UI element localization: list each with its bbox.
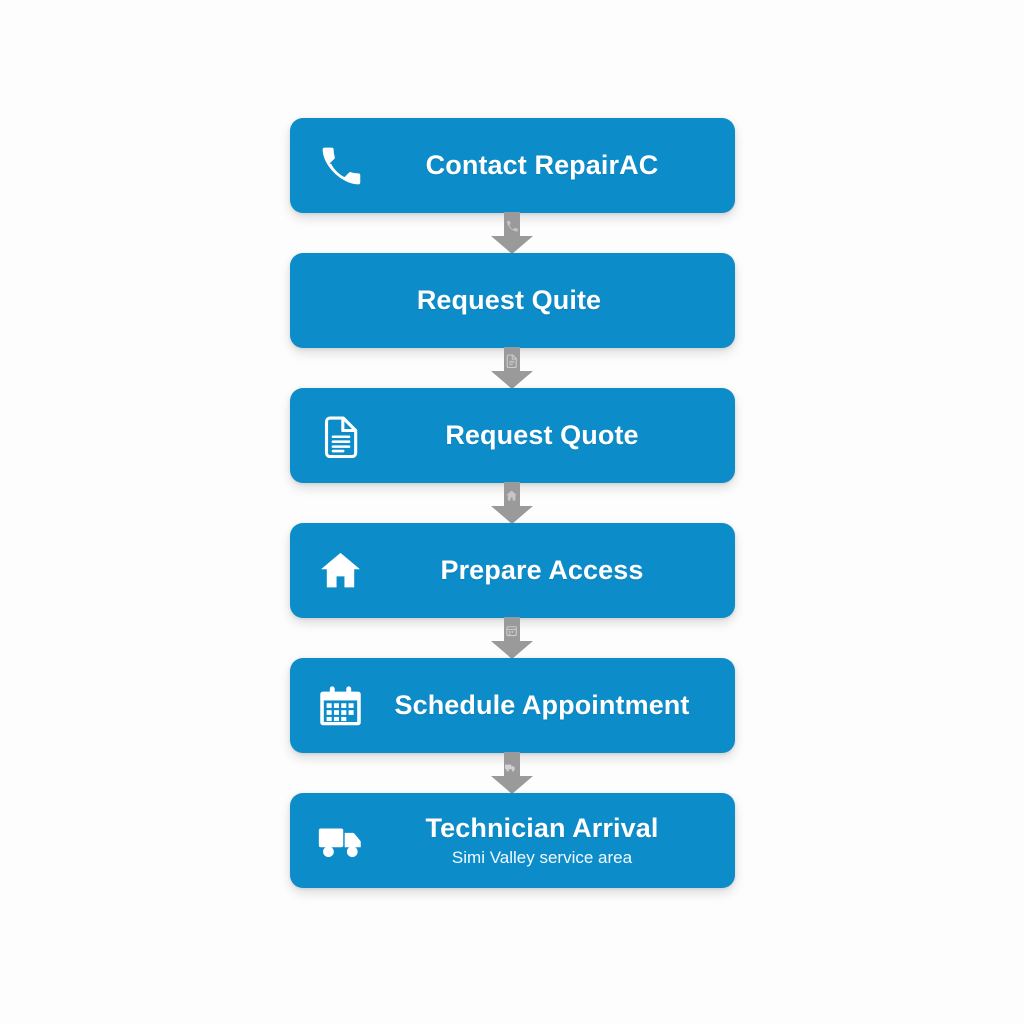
flow-step-label: Request Quite <box>416 285 602 316</box>
flow-step-text: Schedule Appointment <box>374 690 717 720</box>
connector-calendar-icon <box>506 626 517 637</box>
flow-step-request-quote[interactable]: Request Quote <box>289 388 735 483</box>
flow-step-contact[interactable]: Contact RepairAC <box>289 118 735 213</box>
flow-step-prepare-access[interactable]: Prepare Access <box>289 523 735 618</box>
document-icon <box>316 411 366 461</box>
flow-step-text: Request Quote <box>374 420 717 450</box>
home-icon <box>316 546 366 596</box>
flow-step-request-quite[interactable]: Request Quite <box>289 253 735 348</box>
truck-icon <box>316 816 366 866</box>
flow-step-schedule-appointment[interactable]: Schedule Appointment <box>289 658 735 753</box>
flow-step-text: Technician Arrival Simi Valley service a… <box>374 813 717 869</box>
flow-step-label: Request Quote <box>445 420 639 451</box>
phone-icon <box>316 141 366 191</box>
calendar-icon <box>316 681 366 731</box>
flow-step-label: Technician Arrival <box>425 812 659 843</box>
connector-arrow-5 <box>483 752 541 794</box>
connector-arrow-1 <box>483 212 541 254</box>
flow-step-label: Prepare Access <box>440 555 644 586</box>
flow-step-technician-arrival[interactable]: Technician Arrival Simi Valley service a… <box>289 793 735 888</box>
connector-arrow-4 <box>483 617 541 659</box>
flow-step-label: Schedule Appointment <box>394 690 690 721</box>
flow-step-text: Request Quite <box>308 285 717 315</box>
connector-home-icon <box>506 490 517 501</box>
connector-phone-icon <box>507 221 518 232</box>
flow-step-subtitle: Simi Valley service area <box>451 847 633 867</box>
flow-step-label: Contact RepairAC <box>425 150 659 181</box>
connector-arrow-2 <box>483 347 541 389</box>
connector-document-icon <box>506 354 517 369</box>
connector-truck-icon <box>505 764 515 772</box>
connector-arrow-3 <box>483 482 541 524</box>
flow-step-text: Prepare Access <box>374 555 717 585</box>
flow-step-text: Contact RepairAC <box>374 150 717 180</box>
